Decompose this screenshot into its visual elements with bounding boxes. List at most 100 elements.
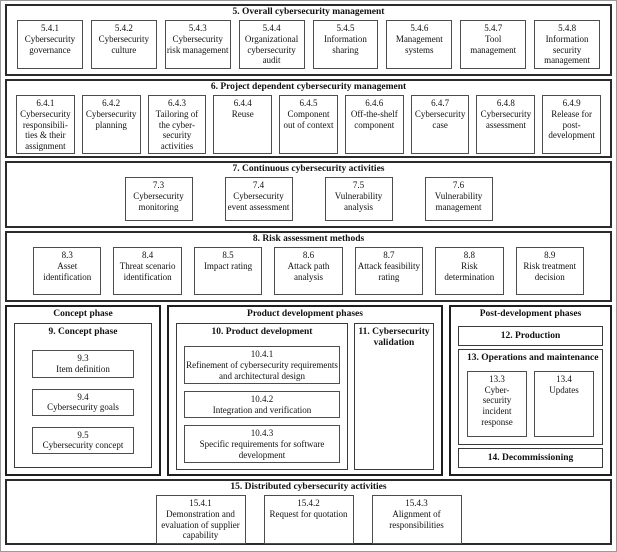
panel-title: 14. Decommissioning (487, 453, 574, 464)
panel-title: 12. Production (500, 331, 561, 342)
section-title: 8. Risk assessment methods (252, 234, 365, 244)
clause-label: Cybersecurity monitoring (133, 191, 184, 212)
clause-label: Request for quotation (269, 509, 348, 519)
clause-number: 8.8 (463, 250, 475, 261)
panel-title: 10. Product development (211, 327, 313, 338)
clause-label: Cybersecurity case (414, 109, 466, 130)
clause-number: 8.5 (222, 250, 234, 261)
panel-production: 12. Production (458, 326, 603, 347)
clause-number: 6.4.5 (299, 98, 318, 109)
clause-label: Tailoring of the cyber- security activit… (155, 109, 199, 151)
clause-label: Reuse (231, 109, 254, 119)
clause-number: 10.4.3 (250, 428, 274, 439)
clause-label: Cybersecurity responsibili- ties & their… (20, 109, 71, 151)
clause-label: Risk treatment decision (523, 261, 577, 282)
clause-label: Organizational cybersecurity audit (244, 34, 299, 66)
clause-label: Specific requirements for software devel… (199, 438, 325, 460)
clause-number: 15.4.1 (189, 498, 212, 509)
clause-number: 9.4 (77, 391, 89, 402)
clause-number: 5.4.7 (484, 23, 503, 34)
panel-title: 9. Concept phase (48, 327, 118, 338)
panel-title: 11. Cybersecurity validation (358, 327, 430, 349)
clause-label: Updates (549, 384, 579, 395)
phase-product-development: Product development phases 10. Product d… (167, 305, 443, 476)
clause-number: 5.4.6 (410, 23, 429, 34)
panel-cybersecurity-validation: 11. Cybersecurity validation (354, 323, 434, 471)
clause-label: Cybersecurity governance (24, 34, 76, 55)
clause-label: Cybersecurity assessment (480, 109, 532, 130)
clause-label: Information security management (544, 34, 591, 66)
clause-number: 8.4 (142, 250, 154, 261)
phase-title: Post-development phases (479, 309, 582, 319)
clause-label: Cybersecurity concept (42, 440, 124, 451)
clause-number: 15.4.3 (405, 498, 428, 509)
clause-label: Impact rating (203, 261, 253, 271)
clause-label: Tool management (470, 34, 517, 55)
panel-decommissioning: 14. Decommissioning (458, 448, 603, 468)
clause-number: 7.5 (352, 180, 365, 191)
clause-label: Item definition (56, 363, 110, 374)
panel-title: 13. Operations and maintenance (467, 353, 599, 364)
clause-label: Management systems (395, 34, 443, 55)
clause-number: 9.5 (77, 429, 89, 440)
clause-number: 6.4.7 (431, 98, 450, 109)
clause-number: 8.9 (544, 250, 556, 261)
section-continuous-activities: 7. Continuous cybersecurity activities 7… (5, 161, 612, 228)
clause-number: 5.4.3 (188, 23, 207, 34)
clause-label: Threat scenario identification (119, 261, 176, 282)
clause-number: 13.4 (556, 374, 572, 385)
clause-number: 6.4.3 (167, 98, 186, 109)
clause-label: Attack path analysis (287, 261, 330, 282)
clause-number: 5.4.4 (262, 23, 281, 34)
clause-number: 6.4.1 (36, 98, 55, 109)
clause-label: Vulnerability analysis (334, 191, 383, 212)
clause-number: 10.4.2 (250, 394, 274, 405)
clause-number: 10.4.1 (250, 349, 274, 360)
clause-label: Vulnerability management (434, 191, 483, 212)
clause-number: 7.4 (252, 180, 265, 191)
phase-title: Concept phase (53, 309, 113, 319)
section-title: 6. Project dependent cybersecurity manag… (210, 82, 407, 92)
clause-label: Demonstration and evaluation of supplier… (161, 509, 240, 541)
clause-label: Release for post- development (548, 109, 595, 141)
clause-label: Risk determination (444, 261, 495, 282)
clause-label: Cybersecurity culture (98, 34, 150, 55)
clause-label: Information sharing (323, 34, 367, 55)
